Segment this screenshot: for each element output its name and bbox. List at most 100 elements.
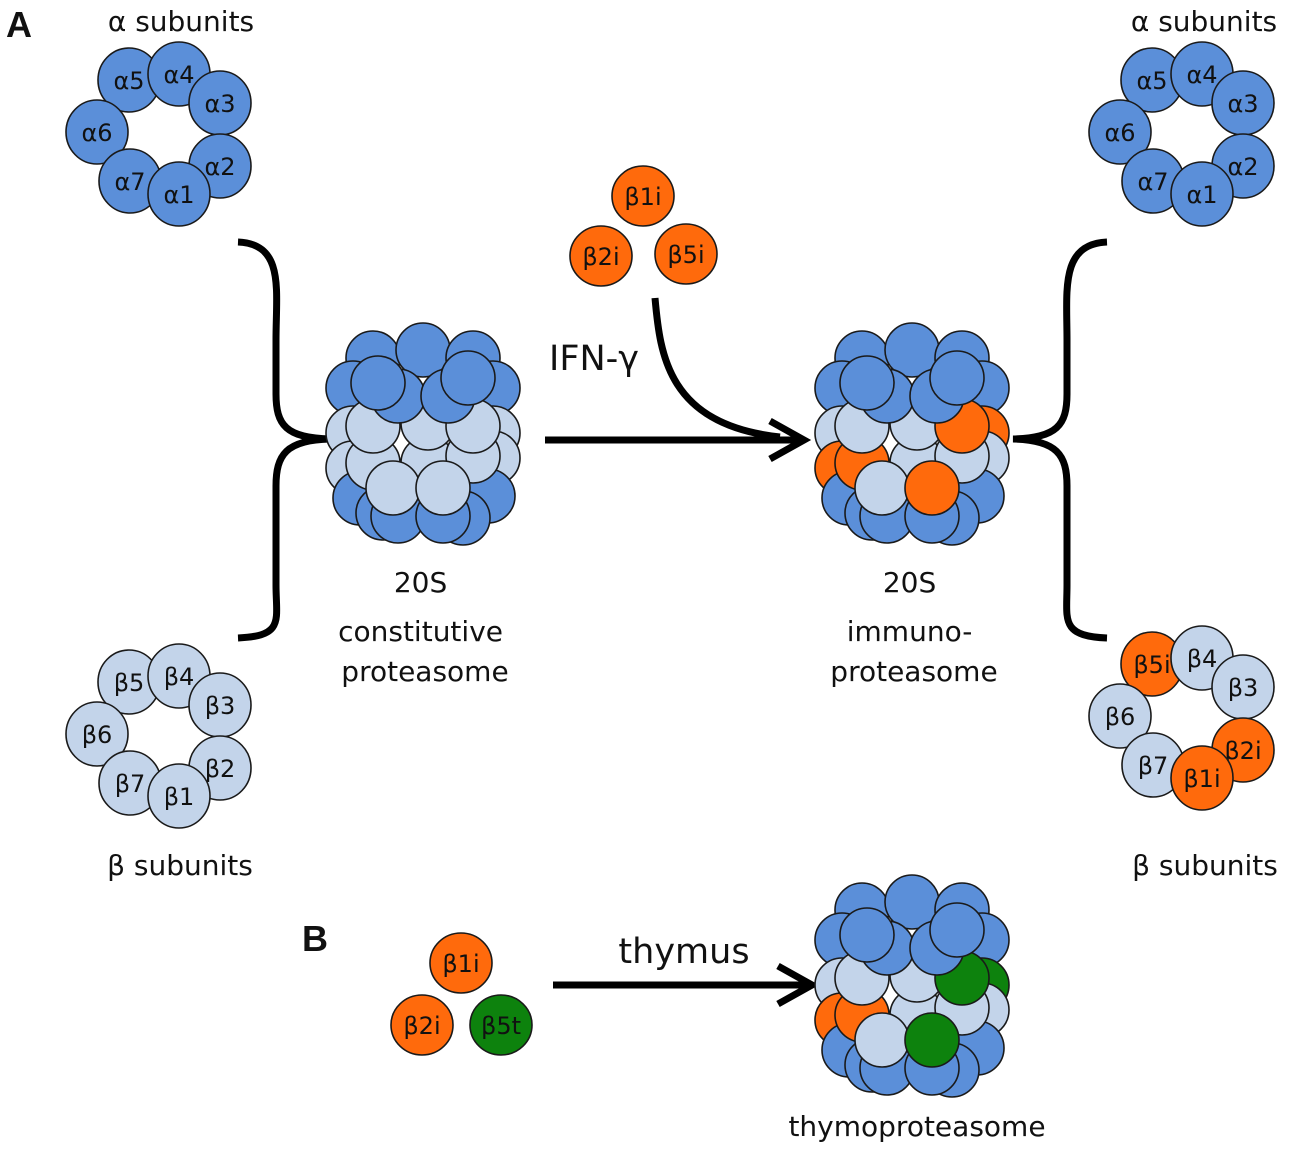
thymo-subunit-group: β1i β2i β5t	[390, 932, 533, 1056]
immuno-incorporation-curve	[651, 297, 781, 441]
alpha-right-subunit-6-text: α1	[1186, 181, 1217, 209]
immuno-subunit-1-text: β2i	[582, 243, 619, 271]
panel-b-label: B	[302, 918, 328, 959]
beta-right-subunit-2-text: β3	[1228, 674, 1259, 702]
alpha-left-subunit-6-shape	[147, 161, 211, 227]
constitutive-subunit-19	[415, 460, 471, 516]
alpha-right-subunit-5: α7	[1121, 148, 1185, 214]
thymo-subunit-19	[904, 1012, 960, 1068]
alpha-right-subunit-3: α6	[1088, 99, 1152, 165]
alpha-right-subunit-0-text: α5	[1136, 67, 1167, 95]
beta-right-subunit-5-text: β7	[1138, 752, 1169, 780]
alpha-left-subunit-2: α3	[188, 70, 252, 136]
thymo-subunit-0: β1i	[429, 932, 493, 994]
beta-right-subunit-6: β1i	[1170, 745, 1234, 811]
thymo-subunit-0-text: β1i	[442, 950, 479, 978]
beta-right-subunit-3: β6	[1088, 683, 1152, 749]
alpha-subunits-title-right: α subunits	[1131, 5, 1277, 38]
alpha-right-subunit-6-shape	[1170, 161, 1234, 227]
beta-right-subunit-2: β3	[1211, 654, 1275, 720]
beta-left-subunit-6-shape	[147, 763, 211, 829]
beta-right-subunit-4-text: β2i	[1224, 737, 1261, 765]
constitutive-caption-line-1: 20S	[394, 566, 447, 599]
thymo-subunit-26	[929, 902, 985, 958]
thymoproteasome-caption: thymoproteasome	[788, 1110, 1045, 1143]
immuno-caption: 20S immuno- proteasome	[830, 566, 997, 688]
beta-right-subunit-3-text: β6	[1105, 703, 1136, 731]
immuno-caption-line-1: 20S	[883, 566, 936, 599]
panel-a-label: A	[6, 4, 32, 45]
thymus-arrow-head	[776, 962, 820, 1008]
beta-left-subunit-1-text: β4	[164, 663, 195, 691]
immuno-subunit-group: β1i β2i β5i	[569, 165, 718, 287]
constitutive-proteasome-barrel	[325, 322, 521, 546]
alpha-right-subunit-3-shape	[1088, 99, 1152, 165]
beta-subunits-title-left: β subunits	[107, 849, 253, 882]
constitutive-caption-line-2: constitutive	[338, 615, 503, 648]
beta-left-subunit-5-text: β7	[115, 770, 146, 798]
thymo-subunit-25	[839, 907, 895, 963]
thymus-label: thymus	[618, 932, 749, 972]
thymo-subunit-1: β2i	[390, 994, 454, 1056]
alpha-left-subunit-3: α6	[65, 99, 129, 165]
alpha-left-subunit-3-shape	[65, 99, 129, 165]
immuno-subunit-1-shape	[569, 225, 633, 287]
beta-left-subunit-0-text: β5	[114, 669, 145, 697]
left-brace	[237, 238, 331, 642]
ifn-arrow-head	[768, 417, 812, 463]
alpha-left-subunit-3-text: α6	[81, 119, 112, 147]
alpha-right-subunit-2-text: α3	[1227, 90, 1258, 118]
alpha-ring-left: α5 α4 α3 α6 α2 α7 α1	[65, 41, 252, 227]
immuno-subunit-18	[854, 460, 910, 516]
constitutive-caption-line-3: proteasome	[341, 655, 508, 688]
alpha-left-subunit-2-text: α3	[204, 90, 235, 118]
beta-right-subunit-6-shape	[1170, 745, 1234, 811]
beta-left-subunit-0: β5	[97, 649, 161, 715]
beta-left-subunit-2-text: β3	[205, 692, 236, 720]
alpha-right-subunit-1-text: α4	[1186, 61, 1217, 89]
beta-right-subunit-3-shape	[1088, 683, 1152, 749]
constitutive-subunit-18	[365, 460, 421, 516]
immuno-subunit-25	[839, 355, 895, 411]
thymo-subunit-2: β5t	[469, 994, 533, 1056]
alpha-left-subunit-5: α7	[98, 148, 162, 214]
immuno-subunit-19	[904, 460, 960, 516]
thymo-subunit-0-shape	[429, 932, 493, 994]
constitutive-caption: 20S constitutive proteasome	[338, 566, 512, 688]
alpha-left-subunit-0-text: α5	[113, 67, 144, 95]
thymo-subunit-1-text: β2i	[403, 1012, 440, 1040]
immuno-caption-line-2: immuno-	[847, 615, 973, 648]
alpha-left-subunit-4-text: α2	[204, 153, 235, 181]
beta-left-subunit-3-shape	[65, 701, 129, 767]
beta-right-subunit-1-text: β4	[1187, 645, 1218, 673]
alpha-left-subunit-6-text: α1	[163, 181, 194, 209]
immuno-subunit-2-text: β5i	[667, 241, 704, 269]
alpha-right-subunit-6: α1	[1170, 161, 1234, 227]
immuno-subunit-0-shape	[611, 165, 675, 227]
immuno-subunit-1: β2i	[569, 225, 633, 287]
beta-subunits-title-right: β subunits	[1132, 849, 1278, 882]
alpha-left-subunit-6: α1	[147, 161, 211, 227]
thymo-subunit-1-shape	[390, 994, 454, 1056]
constitutive-subunit-26	[440, 350, 496, 406]
alpha-right-subunit-3-text: α6	[1104, 119, 1135, 147]
immuno-subunit-26	[929, 350, 985, 406]
ifn-gamma-label: IFN-γ	[549, 339, 639, 379]
beta-right-subunit-6-text: β1i	[1183, 765, 1220, 793]
beta-left-subunit-3-text: β6	[82, 721, 113, 749]
alpha-right-subunit-0: α5	[1120, 47, 1184, 113]
beta-left-subunit-6: β1	[147, 763, 211, 829]
immuno-subunit-2-shape	[654, 223, 718, 285]
thymo-subunit-2-text: β5t	[481, 1012, 521, 1040]
beta-left-subunit-5: β7	[98, 750, 162, 816]
alpha-left-subunit-1-text: α4	[163, 61, 194, 89]
immuno-subunit-0: β1i	[611, 165, 675, 227]
beta-right-subunit-0: β5i	[1120, 631, 1184, 697]
alpha-left-subunit-5-text: α7	[114, 168, 145, 196]
beta-right-subunit-5: β7	[1121, 732, 1185, 798]
immuno-caption-line-3: proteasome	[830, 655, 997, 688]
constitutive-subunit-25	[350, 355, 406, 411]
